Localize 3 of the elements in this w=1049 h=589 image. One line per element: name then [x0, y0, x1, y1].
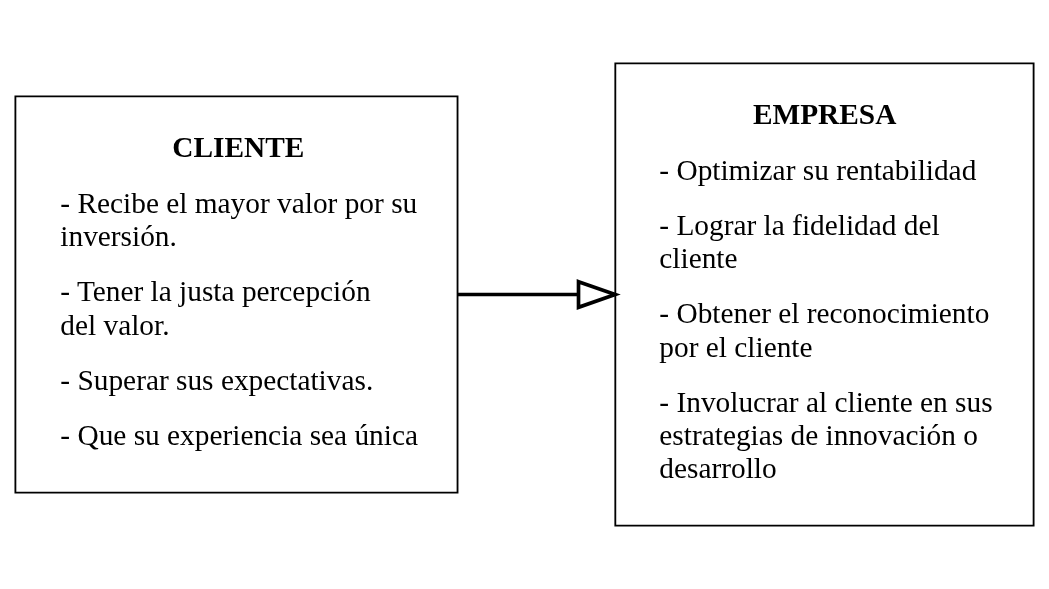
- node-box: EMPRESA - Optimizar su rentabilidad - Lograr la fidelidad del cliente - Obtener el reconocimiento por el cliente - Involucrar al cliente en sus estrategias de innovación o desarrollo: [614, 62, 1035, 527]
- node-box: CLIENTE - Recibe el mayor valor por su inversión. - Tener la justa percepción del valor. - Superar sus expectativas. - Que su experiencia sea única: [14, 95, 459, 494]
- arrow: [457, 279, 621, 310]
